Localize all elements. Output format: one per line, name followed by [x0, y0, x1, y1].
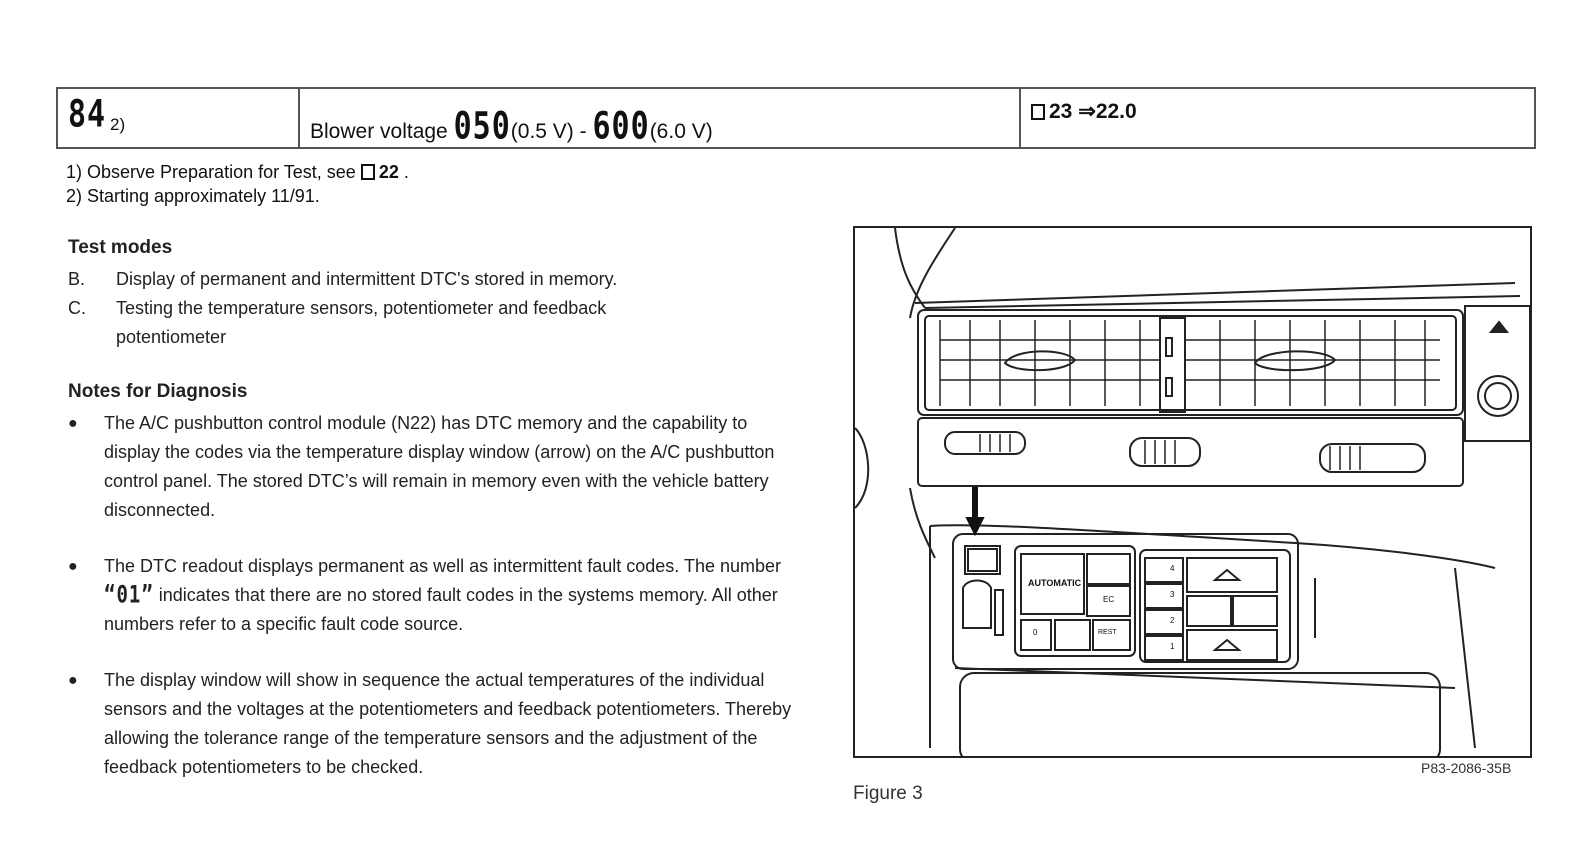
ec-button-label: EC — [1103, 595, 1115, 604]
fan-step-4-label: 4 — [1170, 564, 1175, 573]
footnote-2: 2) Starting approximately 11/91. — [66, 186, 320, 206]
book-icon — [360, 164, 375, 180]
test-modes-heading: Test modes — [68, 237, 173, 258]
fan-step-1-label: 1 — [1170, 642, 1175, 651]
notes-heading: Notes for Diagnosis — [68, 381, 248, 402]
note-bullet: ● The A/C pushbutton control module (N22… — [68, 409, 794, 525]
dashboard-figure: AUTOMATIC EC REST 0 4 3 2 1 — [853, 226, 1532, 758]
footnote-1: 1) Observe Preparation for Test, see 22 … — [66, 160, 409, 184]
fan-step-3-label: 3 — [1170, 590, 1175, 599]
test-mode-text: Display of permanent and intermittent DT… — [116, 269, 618, 289]
spec-table: 84 2) Blower voltage 050(0.5 V) - 600(6.… — [56, 87, 1536, 149]
test-mode-item: B. Display of permanent and intermittent… — [68, 265, 716, 294]
fan-step-2-label: 2 — [1170, 616, 1175, 625]
footnote-1-ref: 22 — [378, 162, 399, 182]
figure-caption: Figure 3 — [853, 783, 923, 804]
high-voltage: (6.0 V) — [649, 120, 713, 143]
reference-page: 23 — [1049, 100, 1073, 123]
book-icon — [1031, 104, 1045, 120]
dtc-code-display: “01” — [104, 581, 154, 609]
range-separator: - — [579, 120, 587, 143]
reference-section: 22.0 — [1095, 100, 1137, 123]
note-bullet: ● The display window will show in sequen… — [68, 666, 794, 782]
notes-section: Notes for Diagnosis ● The A/C pushbutton… — [68, 381, 794, 809]
low-display-value: 050 — [453, 104, 511, 149]
footnote-1-text: 1) Observe Preparation for Test, see — [66, 162, 356, 182]
note-text: The A/C pushbutton control module (N22) … — [104, 413, 775, 520]
code-cell: 84 2) — [58, 89, 300, 147]
rest-button-label: REST — [1098, 629, 1117, 636]
note-text: The DTC readout displays permanent as we… — [104, 552, 794, 639]
zero-button-label: 0 — [1033, 628, 1038, 637]
note-text-part: The DTC readout displays permanent as we… — [104, 556, 781, 576]
dashboard-illustration — [855, 228, 1530, 756]
test-modes-section: Test modes B. Display of permanent and i… — [68, 237, 716, 352]
reference-arrow: ⇒ — [1078, 100, 1096, 123]
low-voltage: (0.5 V) — [510, 120, 574, 143]
note-text-part: indicates that there are no stored fault… — [104, 585, 778, 634]
test-mode-label: C. — [68, 298, 86, 318]
high-display-value: 600 — [592, 104, 650, 149]
automatic-button-label: AUTOMATIC — [1028, 578, 1082, 588]
code-value: 84 — [68, 92, 107, 137]
description-cell: Blower voltage 050(0.5 V) - 600(6.0 V) — [300, 89, 1021, 149]
test-mode-text: Testing the temperature sensors, potenti… — [116, 298, 607, 347]
test-mode-item: C. Testing the temperature sensors, pote… — [68, 294, 716, 352]
bullet-marker: ● — [68, 415, 78, 432]
note-text: The display window will show in sequence… — [104, 670, 792, 777]
footnotes: 1) Observe Preparation for Test, see 22 … — [66, 160, 409, 208]
bullet-marker: ● — [68, 672, 78, 689]
reference-cell: 23 ⇒22.0 — [1021, 89, 1534, 147]
bullet-marker: ● — [68, 558, 78, 575]
note-bullet: ● The DTC readout displays permanent as … — [68, 552, 794, 639]
description-text: Blower voltage — [310, 120, 448, 143]
footnote-1-end: . — [403, 162, 409, 182]
code-footnote-ref: 2) — [110, 115, 126, 134]
test-mode-label: B. — [68, 269, 86, 289]
figure-id: P83-2086-35B — [1421, 760, 1512, 776]
